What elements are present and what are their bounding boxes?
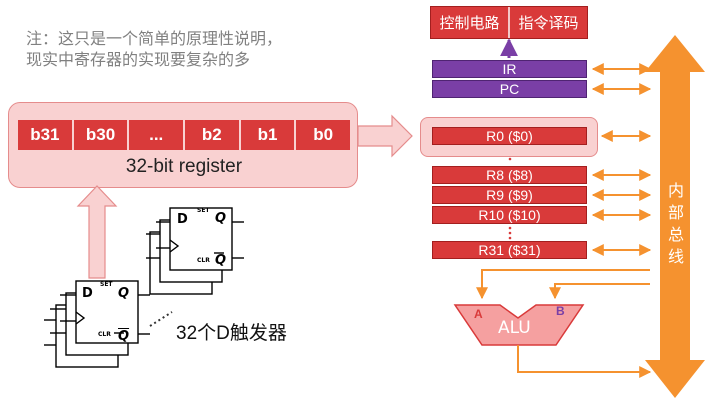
bit-b30: b30 (73, 120, 130, 150)
bus-char-1: 内 (667, 181, 684, 200)
bit-b2: b2 (185, 120, 241, 150)
internal-bus-label: 内 部 总 线 (662, 180, 690, 268)
flipflop-dotted-connector (149, 311, 173, 327)
register-r31: R31 ($31) (432, 241, 587, 259)
ff-upper-set: SET (197, 207, 210, 214)
register-bus-arrows (591, 63, 652, 256)
alu-wires (476, 269, 652, 378)
register-r9: R9 ($9) (432, 186, 587, 204)
ff-upper-qbar: Q (215, 253, 227, 268)
ff-lower-q: Q (118, 286, 130, 301)
internal-bus (645, 35, 705, 398)
flipflop-count-label: 32个D触发器 (176, 323, 287, 344)
bus-char-4: 线 (667, 247, 684, 266)
flipflop-stack-upper (149, 207, 233, 295)
register-r0: R0 ($0) (432, 127, 587, 145)
flipflop-stack-lower-pins (44, 294, 150, 346)
ff-lower-qbar: Q (118, 329, 130, 344)
ff-lower-d: D (82, 286, 93, 301)
register-label: 32-bit register (125, 156, 243, 177)
bit-b1: b1 (240, 120, 297, 150)
flipflop-to-register-arrow (76, 185, 118, 279)
bus-char-2: 部 (667, 203, 684, 222)
alu-label: ALU (498, 318, 531, 338)
ff-lower-clr: CLR (98, 331, 111, 338)
note-text: 注：这只是一个简单的原理性说明， 现实中寄存器的实现要复杂的多 (26, 28, 282, 70)
register-ir: IR (432, 60, 587, 78)
ff-upper-d: D (177, 212, 188, 227)
register-bits: b31 b30 ... b2 b1 b0 (18, 120, 351, 150)
instruction-decoder-label: 指令译码 (518, 14, 579, 32)
flipflop-stack-upper-pins (146, 221, 244, 259)
bit-ellipsis: ... (129, 120, 186, 150)
flipflop-stack-lower (55, 280, 139, 368)
alu-shape (453, 304, 585, 346)
note-line-2: 现实中寄存器的实现要复杂的多 (26, 50, 251, 69)
alu-input-b: B (556, 304, 565, 318)
control-circuit-label: 控制电路 (431, 7, 510, 38)
register-to-r0-arrow (357, 114, 413, 158)
bit-b0: b0 (296, 120, 351, 150)
note-line-1: 注：这只是一个简单的原理性说明， (26, 29, 283, 48)
register-r10: R10 ($10) (432, 206, 587, 224)
ff-upper-q: Q (215, 211, 227, 226)
ff-upper-clr: CLR (197, 257, 210, 264)
register-r8: R8 ($8) (432, 166, 587, 184)
control-unit: 控制电路 指令译码 (430, 6, 588, 39)
bus-char-3: 总 (667, 225, 684, 244)
bit-b31: b31 (18, 120, 74, 150)
register-pc: PC (432, 80, 587, 98)
ff-lower-set: SET (100, 281, 113, 288)
alu-input-a: A (474, 307, 483, 321)
